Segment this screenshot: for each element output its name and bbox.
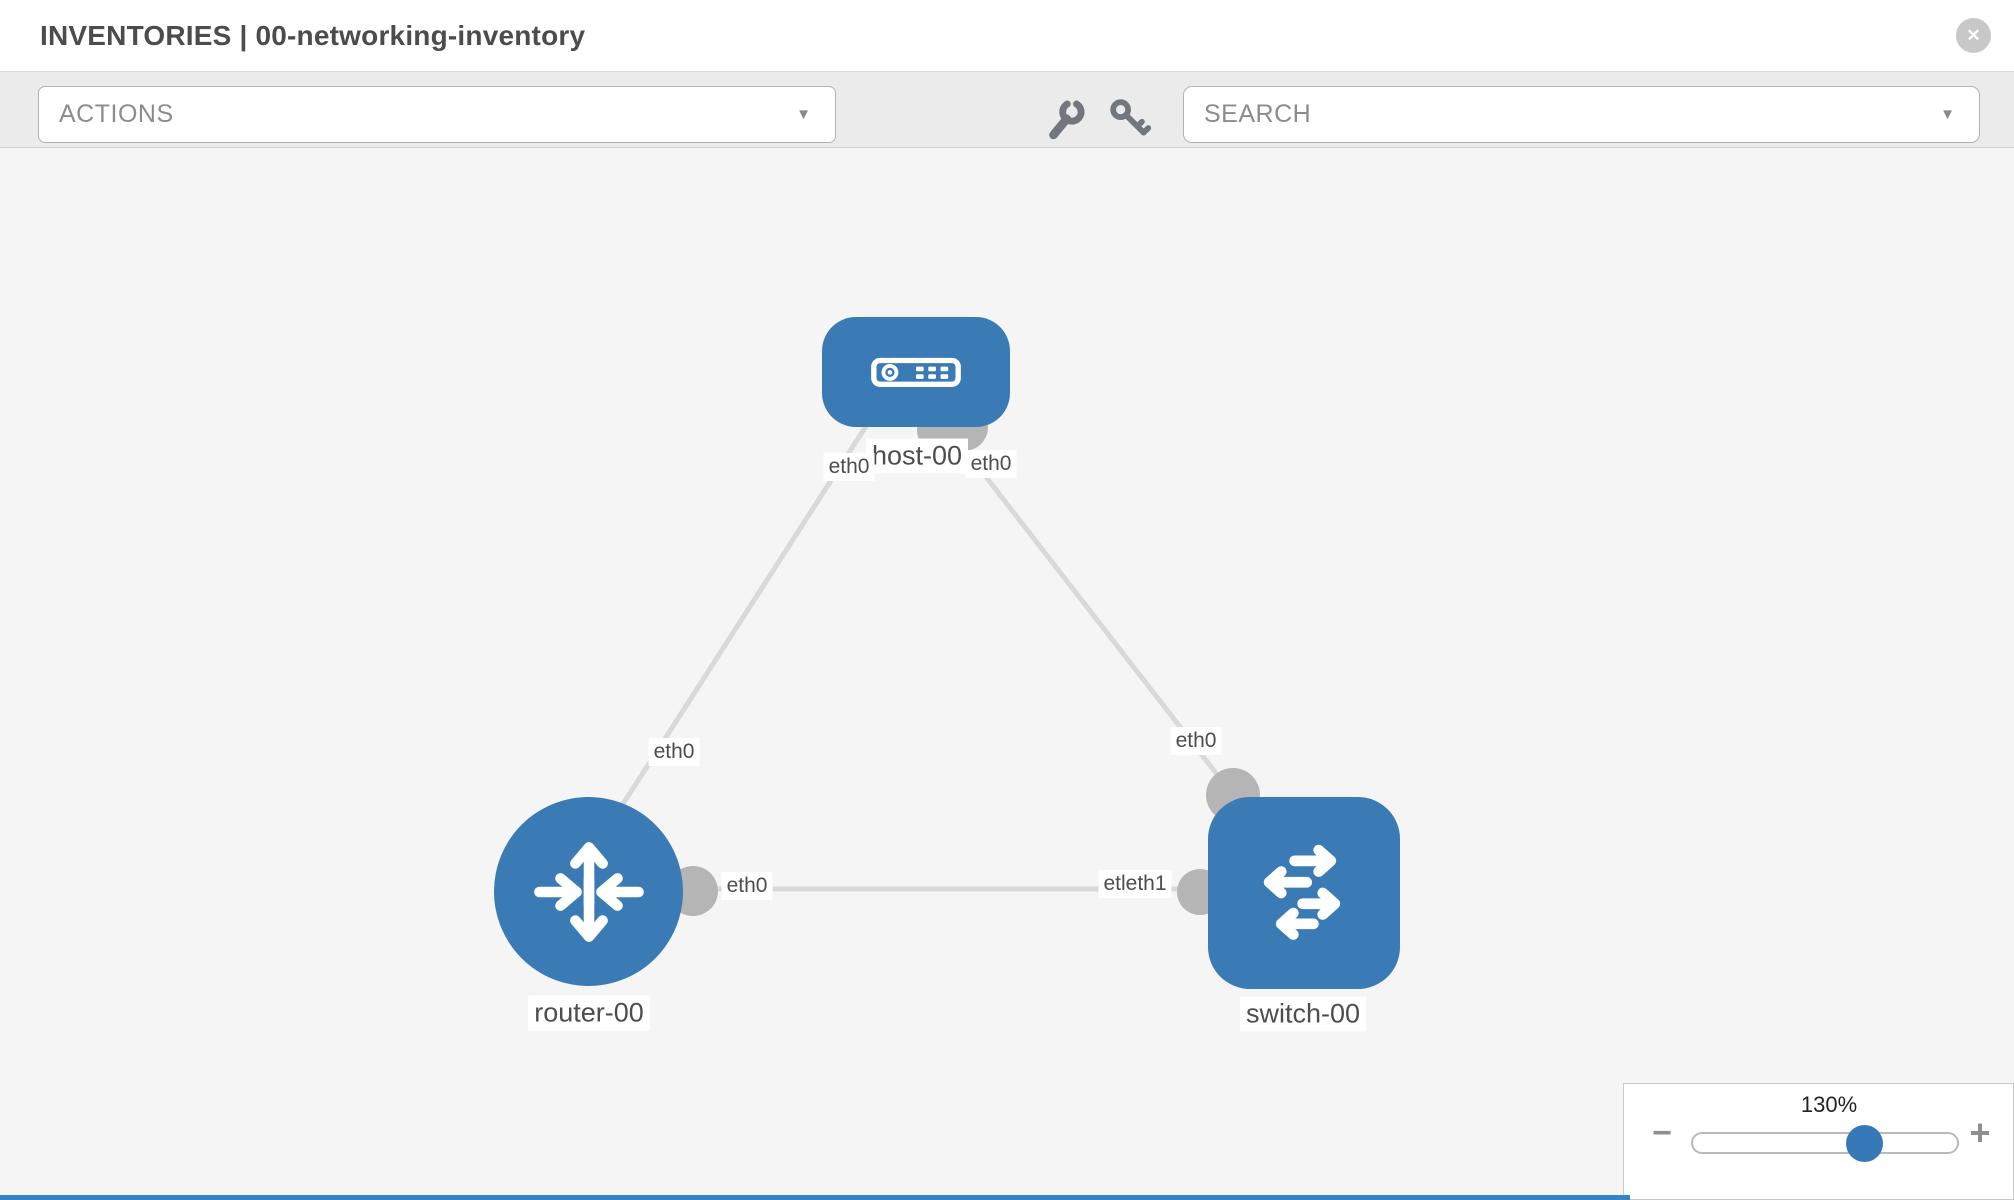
actions-dropdown-label: ACTIONS (59, 100, 174, 128)
link-host-router (602, 421, 871, 834)
router-icon (533, 841, 644, 942)
chevron-down-icon: ▼ (1940, 106, 1955, 123)
zoom-in-button[interactable]: + (1969, 1112, 1991, 1153)
iface-label-host-eth0-right: eth0 (965, 450, 1017, 478)
zoom-level-value: 130% (1800, 1092, 1858, 1117)
node-label-host: host-00 (865, 438, 969, 474)
wrench-button[interactable] (1042, 97, 1088, 143)
node-label-switch: switch-00 (1239, 996, 1367, 1032)
key-button[interactable] (1108, 97, 1154, 143)
zoom-control-panel: 130% − + (1623, 1083, 2014, 1200)
topology-canvas[interactable]: host-00 router-00 switch-00 eth0 eth0 et… (0, 149, 2014, 1200)
iface-label-host-eth0-left: eth0 (823, 453, 875, 481)
zoom-slider-track[interactable] (1691, 1132, 1959, 1154)
node-switch-00[interactable] (1208, 797, 1400, 989)
footer-accent-bar (0, 1195, 1630, 1200)
toolbar: ACTIONS ▼ SEARCH ▼ (0, 71, 2014, 148)
key-icon (1110, 99, 1152, 136)
zoom-out-button[interactable]: − (1652, 1114, 1672, 1152)
wrench-icon (1049, 100, 1085, 140)
node-label-router: router-00 (528, 995, 650, 1031)
actions-dropdown[interactable]: ACTIONS ▼ (38, 86, 836, 143)
host-icon (871, 357, 961, 387)
node-host-00[interactable] (822, 317, 1010, 427)
iface-label-switch-eth1: etleth1 (1098, 870, 1172, 898)
zoom-slider-handle[interactable] (1846, 1125, 1883, 1162)
chevron-down-icon: ▼ (796, 106, 811, 123)
header: INVENTORIES | 00-networking-inventory ✕ (0, 0, 2014, 71)
search-dropdown[interactable]: SEARCH ▼ (1183, 86, 1980, 143)
iface-label-switch-eth0: eth0 (1170, 727, 1222, 755)
close-icon[interactable]: ✕ (1956, 18, 1991, 53)
switch-icon (1263, 844, 1341, 940)
search-dropdown-label: SEARCH (1204, 100, 1312, 128)
page-title: INVENTORIES | 00-networking-inventory (40, 20, 586, 51)
node-router-00[interactable] (494, 797, 683, 986)
iface-label-router-eth0-up: eth0 (648, 738, 700, 766)
iface-label-router-eth0: eth0 (721, 872, 773, 900)
